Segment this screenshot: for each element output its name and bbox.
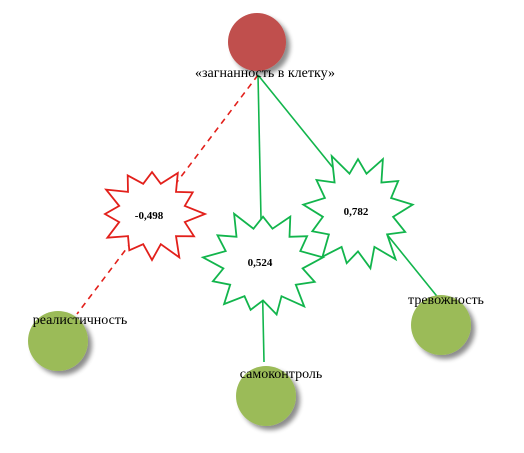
center-node-circle [228, 13, 286, 71]
link-line-realism [76, 74, 259, 315]
center-node-label: «загнанность в клетку» [195, 66, 335, 81]
coefficient-burst-anxiety [301, 153, 415, 271]
node-anxiety-label: тревожность [408, 293, 484, 308]
coefficient-value-realism: -0,498 [135, 210, 164, 222]
coefficient-value-anxiety: 0,782 [344, 206, 369, 218]
node-anxiety-circle [411, 295, 471, 355]
node-selfcontrol-label: самоконтроль [240, 367, 323, 382]
coefficient-value-selfcontrol: 0,524 [248, 257, 273, 269]
node-realism-label: реалистичность [33, 313, 128, 328]
coefficient-burst-selfcontrol [200, 211, 326, 317]
coefficient-burst-realism [103, 170, 208, 262]
node-realism-circle [28, 311, 88, 371]
node-selfcontrol-circle [236, 366, 296, 426]
